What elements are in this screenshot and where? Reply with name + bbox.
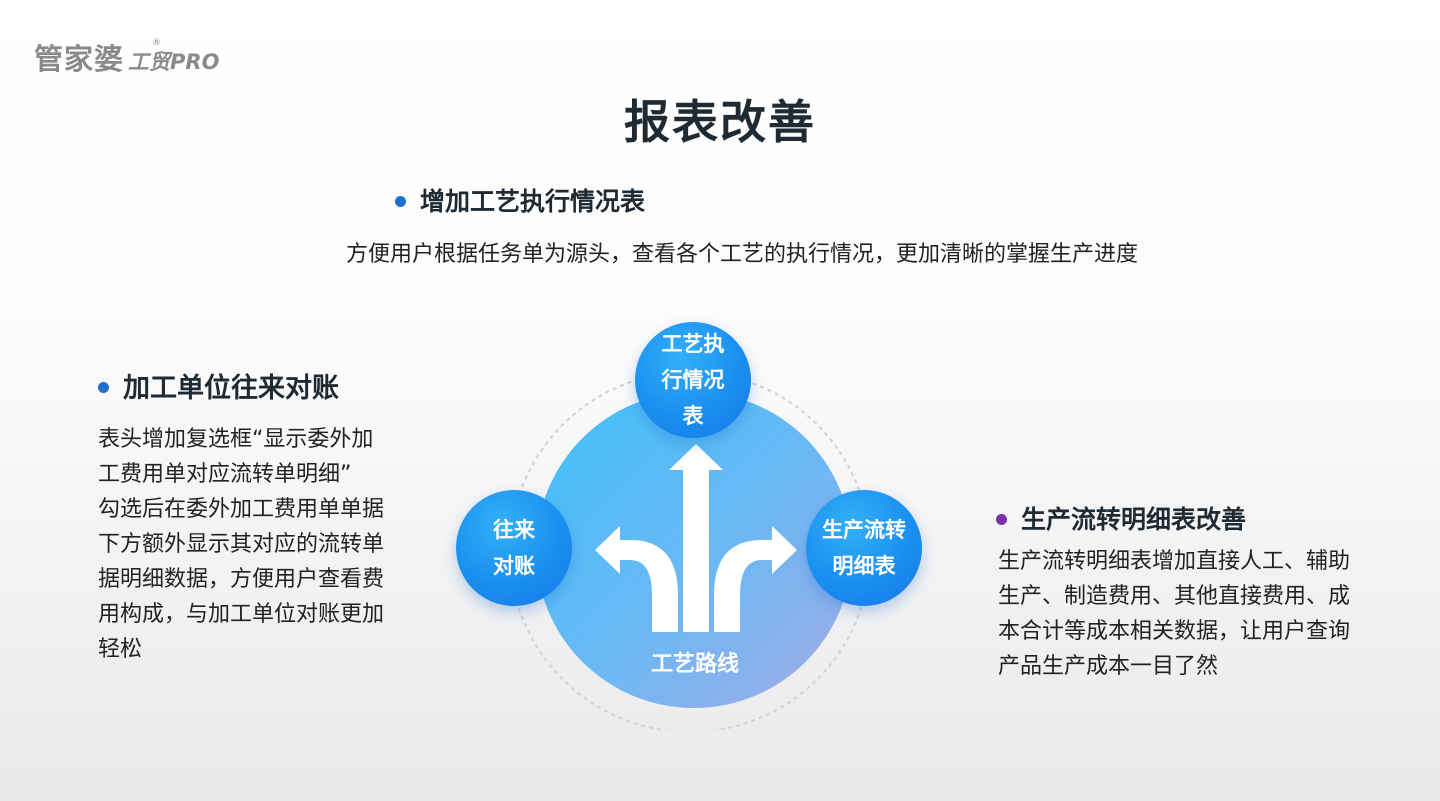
desc-line: 勾选后在委外加工费用单单据: [98, 497, 385, 522]
node-text: 表: [682, 404, 704, 428]
desc-line: 产品生产成本一目了然: [998, 654, 1219, 679]
route-diagram-graphic: [509, 371, 871, 730]
right-heading-text: 生产流转明细表改善: [1021, 505, 1247, 534]
bullet-icon: [996, 513, 1007, 525]
route-center-label: 工艺路线: [650, 652, 739, 677]
brand-name: 管家婆: [34, 42, 125, 76]
desc-line: 据明细数据，方便用户查看费: [98, 567, 385, 592]
left-section-description: 表头增加复选框“显示委外加 工费用单对应流转单明细” 勾选后在委外加工费用单单据…: [98, 422, 428, 667]
desc-line: 工费用单对应流转单明细”: [98, 462, 352, 487]
node-text: 行情况: [661, 368, 725, 392]
bullet-icon: [395, 195, 406, 207]
brand-product: 工贸PRO: [128, 50, 220, 74]
desc-line: 本合计等成本相关数据，让用户查询: [998, 619, 1351, 644]
registered-mark: ®: [152, 38, 161, 48]
top-heading-text: 增加工艺执行情况表: [420, 187, 646, 216]
left-heading-text: 加工单位往来对账: [123, 373, 339, 404]
desc-line: 表头增加复选框“显示委外加: [98, 427, 374, 452]
right-section-description: 生产流转明细表增加直接人工、辅助 生产、制造费用、其他直接费用、成 本合计等成本…: [998, 544, 1408, 684]
brand-logo: 管家婆 ® 工贸PRO: [34, 36, 219, 78]
process-route-diagram: 工艺执 行情况 表 往来 对账 生产流转 明细表 工艺路线: [440, 310, 940, 730]
top-section-heading: 增加工艺执行情况表: [395, 182, 645, 218]
node-text: 往来: [493, 518, 535, 542]
desc-line: 生产、制造费用、其他直接费用、成: [998, 584, 1351, 609]
node-production-flow: 生产流转 明细表: [806, 490, 922, 606]
desc-line: 生产流转明细表增加直接人工、辅助: [998, 549, 1351, 574]
node-reconciliation: 往来 对账: [456, 490, 572, 606]
node-text: 工艺执: [661, 332, 725, 356]
desc-line: 用构成，与加工单位对账更加: [98, 602, 385, 627]
node-text: 对账: [493, 554, 535, 578]
node-text: 明细表: [832, 554, 896, 578]
desc-line: 下方额外显示其对应的流转单: [98, 532, 385, 557]
bullet-icon: [98, 382, 109, 393]
top-section-description: 方便用户根据任务单为源头，查看各个工艺的执行情况，更加清晰的掌握生产进度: [346, 242, 1139, 267]
left-section-heading: 加工单位往来对账: [98, 366, 339, 405]
right-section-heading: 生产流转明细表改善: [996, 500, 1246, 536]
route-arrows-icon: [595, 444, 797, 632]
page-title: 报表改善: [624, 95, 816, 149]
desc-line: 轻松: [98, 637, 143, 662]
node-process-execution: 工艺执 行情况 表: [635, 322, 751, 438]
node-text: 生产流转: [822, 518, 906, 542]
